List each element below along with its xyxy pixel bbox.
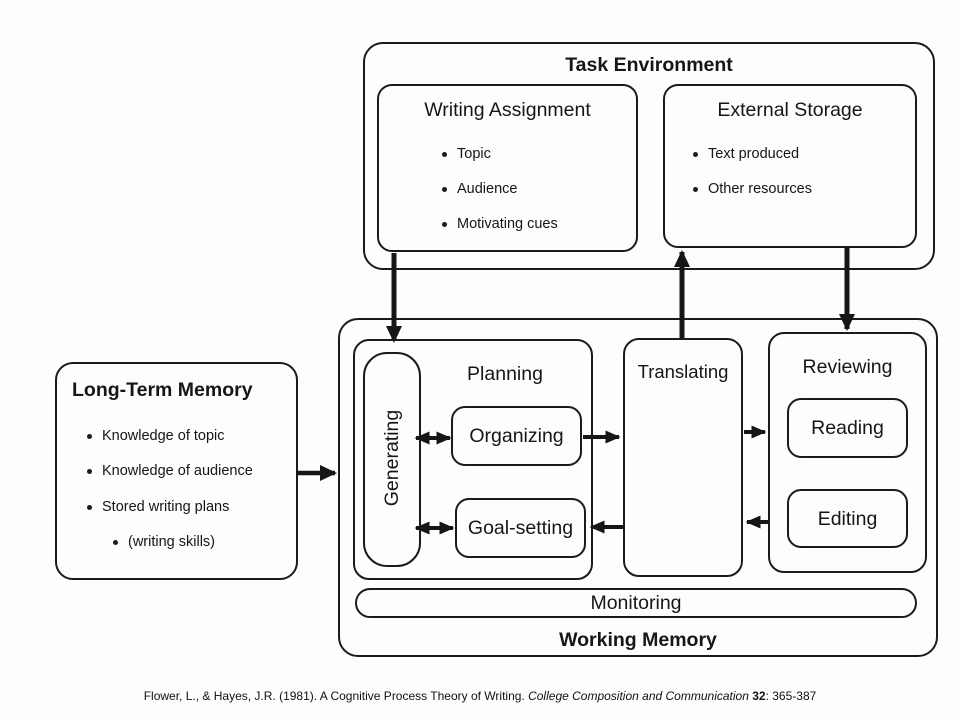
bullet-dot <box>442 222 447 227</box>
task-environment-box: Task Environment <box>363 42 935 270</box>
reviewing-box: Reviewing <box>768 332 927 573</box>
working-memory-title: Working Memory <box>559 629 717 651</box>
translating-title: Translating <box>637 361 729 382</box>
list-item: Other resources <box>693 181 812 198</box>
editing-label: Editing <box>817 507 878 530</box>
list-item: Knowledge of topic <box>87 428 225 445</box>
bullet-dot <box>87 469 92 474</box>
monitoring-bar: Monitoring <box>355 588 917 618</box>
reviewing-title: Reviewing <box>802 356 893 378</box>
generating-box <box>363 352 421 567</box>
bullet-label: Motivating cues <box>457 216 558 232</box>
bullet-dot <box>87 505 92 510</box>
bullet-label: Stored writing plans <box>102 499 230 515</box>
monitoring-label: Monitoring <box>590 592 682 614</box>
list-item: Topic <box>442 146 491 163</box>
citation-journal: College Composition and Communication <box>528 689 753 703</box>
bullet-dot <box>87 434 92 439</box>
list-item: Audience <box>442 181 517 198</box>
bullet-label: Text produced <box>708 146 800 162</box>
list-item: Text produced <box>693 146 799 163</box>
organizing-label: Organizing <box>469 425 564 447</box>
goal-setting-box: Goal-setting <box>455 498 586 558</box>
citation: Flower, L., & Hayes, J.R. (1981). A Cogn… <box>0 689 960 703</box>
citation-text: Flower, L., & Hayes, J.R. (1981). A Cogn… <box>143 689 529 703</box>
working-memory-box: Working Memory <box>338 318 938 657</box>
bullet-dot <box>113 540 118 545</box>
planning-box: Planning <box>353 339 593 580</box>
organizing-box: Organizing <box>451 406 582 466</box>
task-environment-title: Task Environment <box>565 54 733 76</box>
writing-assignment-title: Writing Assignment <box>424 99 591 121</box>
editing-box: Editing <box>787 489 908 548</box>
reading-label: Reading <box>811 417 884 439</box>
long-term-memory-title: Long-Term Memory <box>72 379 253 401</box>
bullet-label: Other resources <box>708 181 812 197</box>
list-item: Motivating cues <box>442 216 558 233</box>
generating-label: Generating <box>381 409 403 507</box>
list-item: (writing skills) <box>113 534 215 551</box>
planning-title: Planning <box>467 363 543 385</box>
external-storage-title: External Storage <box>717 99 863 121</box>
reading-box: Reading <box>787 398 908 458</box>
external-storage-box: External Storage Text produced Other res… <box>663 84 917 248</box>
bullet-label: (writing skills) <box>128 534 215 550</box>
citation-pages: : 365-387 <box>765 689 817 703</box>
list-item: Stored writing plans <box>87 499 229 516</box>
citation-volume: 32 <box>752 689 766 703</box>
bullet-label: Knowledge of topic <box>102 428 225 444</box>
bullet-label: Topic <box>457 146 491 162</box>
bullet-dot <box>442 152 447 157</box>
bullet-dot <box>693 152 698 157</box>
translating-box: Translating <box>623 338 743 577</box>
writing-assignment-box: Writing Assignment Topic Audience Motiva… <box>377 84 638 252</box>
bullet-label: Knowledge of audience <box>102 463 253 479</box>
bullet-dot <box>442 187 447 192</box>
goal-setting-label: Goal-setting <box>467 517 574 539</box>
bullet-label: Audience <box>457 181 518 197</box>
list-item: Knowledge of audience <box>87 463 253 480</box>
long-term-memory-box: Long-Term Memory Knowledge of topic Know… <box>55 362 298 580</box>
bullet-dot <box>693 187 698 192</box>
